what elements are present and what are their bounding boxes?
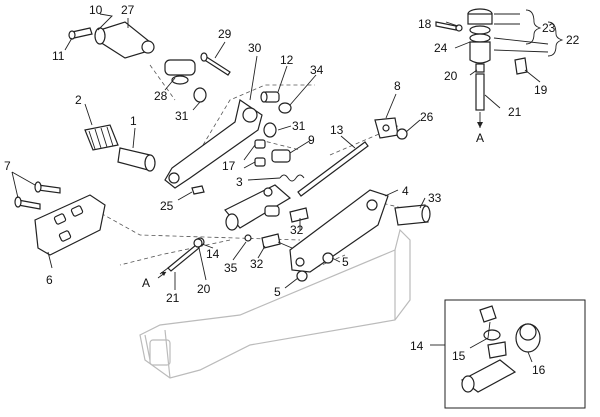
callout-6: 6 bbox=[46, 273, 53, 287]
callout-25: 25 bbox=[160, 199, 174, 213]
callout-31-b: 31 bbox=[292, 119, 306, 133]
callout-18: 18 bbox=[418, 17, 432, 31]
callout-17: 17 bbox=[222, 159, 236, 173]
callout-26: 26 bbox=[420, 110, 434, 124]
part-11-pin bbox=[68, 27, 93, 40]
callout-a-2: A bbox=[476, 131, 484, 145]
part-31-washer-a bbox=[193, 87, 207, 103]
part-1-shaft bbox=[117, 147, 156, 172]
part-17-screws bbox=[254, 139, 266, 167]
part-13-pushrod bbox=[297, 141, 369, 197]
part-3-spring bbox=[279, 174, 305, 182]
callout-12: 12 bbox=[280, 53, 294, 67]
part-25-screw bbox=[191, 185, 205, 195]
part-8-clevis bbox=[374, 117, 399, 139]
direction-arrows bbox=[157, 122, 483, 279]
callout-29: 29 bbox=[218, 27, 232, 41]
reservoir-assembly bbox=[435, 8, 528, 111]
callout-19: 19 bbox=[534, 83, 548, 97]
part-30-brake-lever bbox=[164, 99, 263, 189]
part-34-nut bbox=[278, 102, 292, 114]
callout-8: 8 bbox=[394, 79, 401, 93]
callout-11: 11 bbox=[52, 49, 65, 63]
part-20-left bbox=[193, 238, 203, 248]
part-4-bracket bbox=[289, 189, 389, 273]
callout-14-b: 14 bbox=[410, 339, 424, 353]
callout-13: 13 bbox=[330, 123, 344, 137]
callout-5-a: 5 bbox=[342, 255, 349, 269]
callout-31-a: 31 bbox=[175, 109, 189, 123]
callout-16: 16 bbox=[532, 363, 546, 377]
part-33-bushing bbox=[394, 204, 431, 226]
callout-14-a: 14 bbox=[206, 247, 220, 261]
callout-34: 34 bbox=[310, 63, 324, 77]
part-6-heel-plate bbox=[34, 194, 106, 256]
callout-3: 3 bbox=[236, 175, 243, 189]
callout-1: 1 bbox=[130, 114, 137, 128]
callout-10: 10 bbox=[89, 3, 103, 17]
callout-28: 28 bbox=[154, 89, 168, 103]
callout-4: 4 bbox=[402, 184, 409, 198]
callout-21-b: 21 bbox=[508, 105, 522, 119]
part-9 bbox=[271, 149, 291, 163]
callout-20-b: 20 bbox=[444, 69, 458, 83]
callout-23: 23 bbox=[542, 21, 556, 35]
part-12 bbox=[260, 91, 280, 103]
callout-20-a: 20 bbox=[197, 282, 211, 296]
callout-35: 35 bbox=[224, 261, 238, 275]
callout-9: 9 bbox=[308, 133, 315, 147]
callout-15: 15 bbox=[452, 349, 466, 363]
callouts: 10 27 11 29 30 28 12 34 31 31 2 1 8 26 1… bbox=[4, 3, 580, 377]
callout-5-b: 5 bbox=[274, 285, 281, 299]
callout-22: 22 bbox=[566, 33, 580, 47]
part-2-spring bbox=[84, 124, 119, 151]
callout-2: 2 bbox=[75, 93, 82, 107]
callout-21-a: 21 bbox=[166, 291, 180, 305]
callout-30: 30 bbox=[248, 41, 262, 55]
part-27-peg bbox=[94, 21, 155, 59]
part-32-bolt-b bbox=[261, 233, 281, 249]
callout-33: 33 bbox=[428, 191, 442, 205]
part-5-nut-b bbox=[296, 270, 308, 282]
part-28 bbox=[164, 59, 196, 85]
part-5-nut-a bbox=[322, 252, 334, 264]
part-31-washer-b bbox=[263, 122, 277, 138]
part-7-bolts bbox=[14, 181, 61, 210]
part-21-rod-left bbox=[167, 244, 200, 272]
part-29-bolt bbox=[200, 52, 231, 76]
callout-24: 24 bbox=[434, 41, 448, 55]
callout-27: 27 bbox=[121, 3, 135, 17]
master-cylinder bbox=[224, 184, 292, 231]
inset-detail-box bbox=[444, 299, 586, 409]
callout-a-1: A bbox=[142, 276, 150, 290]
callout-7: 7 bbox=[4, 159, 11, 173]
frame-ghost bbox=[139, 228, 411, 379]
part-32-bolt-a bbox=[289, 207, 309, 223]
part-35 bbox=[244, 234, 252, 242]
callout-32-a: 32 bbox=[290, 223, 304, 237]
callout-32-b: 32 bbox=[250, 257, 264, 271]
part-26-nut bbox=[396, 128, 408, 140]
